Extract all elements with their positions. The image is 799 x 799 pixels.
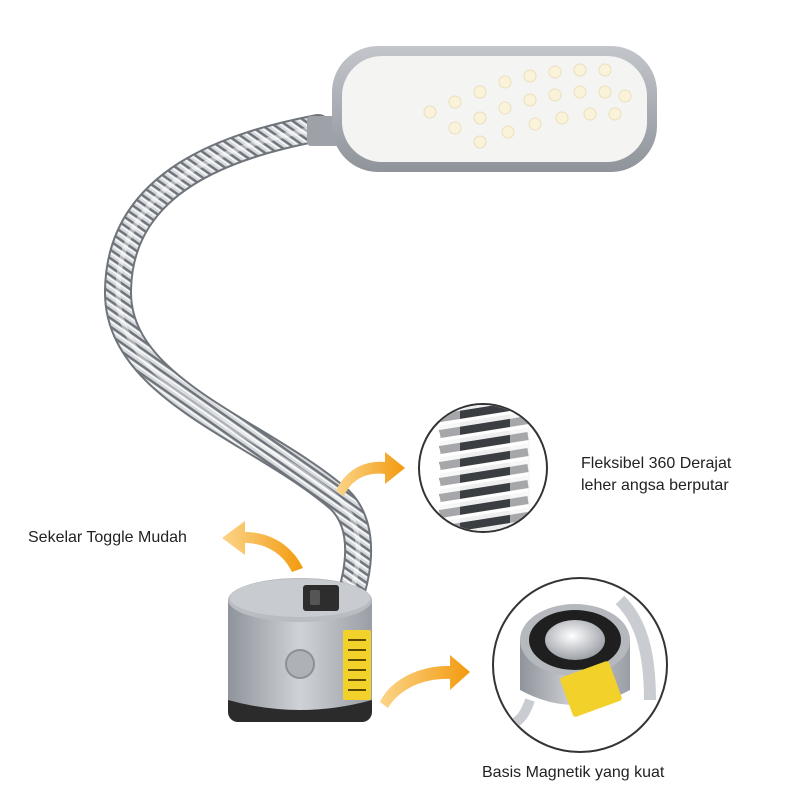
- flexible-gooseneck-label-line1: Fleksibel 360 Derajat: [581, 455, 732, 472]
- lamp-base: [228, 578, 372, 722]
- led-grid: [423, 63, 632, 149]
- flexible-gooseneck-label-line2: leher angsa berputar: [581, 477, 729, 494]
- toggle-switch-label: Sekelar Toggle Mudah: [28, 529, 187, 546]
- magnetic-base-label: Basis Magnetik yang kuat: [482, 764, 665, 781]
- arrow-icon: [222, 521, 303, 572]
- arrow-icon: [336, 452, 405, 496]
- gooseneck-detail: [418, 403, 548, 533]
- lamp-head: [332, 46, 657, 172]
- warning-sticker: [343, 630, 371, 700]
- flexible-gooseneck-label: Fleksibel 360 Derajat leher angsa berput…: [581, 453, 731, 497]
- arrow-icon: [380, 655, 470, 708]
- magnet-detail: [492, 577, 668, 753]
- toggle-switch: [303, 585, 339, 611]
